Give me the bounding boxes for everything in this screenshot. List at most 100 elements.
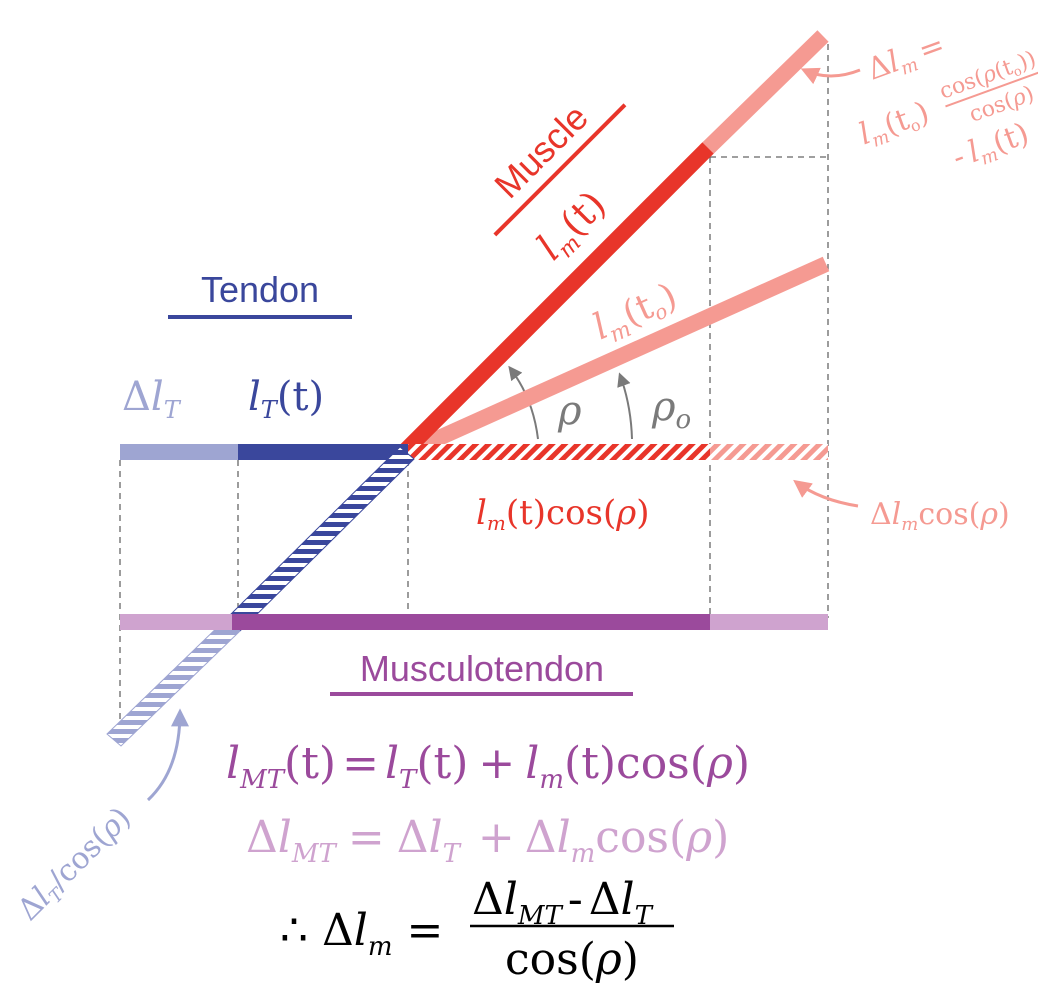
rho-label: ρ [557,388,582,434]
delta-symbol: Δ [246,812,278,863]
open-paren: ( [416,738,433,789]
close-paren: ) [712,812,729,863]
mt-delta-right-bar [710,614,828,630]
dlm-top-line3: -lm(t) [948,116,1035,178]
cos-symbol: cos [505,934,579,985]
tendon-rotated-delta-bar [106,618,241,747]
close-paren: ) [636,493,649,533]
muscle-bar [399,142,714,457]
t-symbol: t [519,493,533,533]
m-subscript: m [869,126,892,152]
open-paren: ( [669,812,686,863]
tendon-rotated-bar [225,446,415,632]
open-paren: ( [284,738,301,789]
rho-o-label: ρo [651,384,691,435]
dlm-top-line2: lm(to) [854,95,934,155]
rho-symbol: ρ [979,497,998,532]
mt-subscript: MT [239,765,286,795]
mt-subscript: MT [291,839,338,869]
rho-symbol: ρ [706,738,733,789]
rho-symbol: ρ [595,934,622,985]
lt-label: lT(t) [248,374,324,424]
eq-symbol: = [348,812,385,863]
minus-symbol: - [568,874,583,925]
m-subscript: m [487,511,506,535]
dlm-top-numerator: cos(ρ(to)) [936,47,1038,107]
equation-2: ΔlMT=ΔlT+Δlmcos(ρ) [246,812,729,869]
close-paren: ) [733,738,750,789]
muscle-title-underline [493,103,627,237]
dlm-top-arrow [800,67,861,85]
open-paren: ( [969,497,981,532]
l-symbol: l [525,738,539,789]
delta-symbol: Δ [525,812,557,863]
rho-symbol: ρ [615,493,636,533]
close-paren: ) [599,738,616,789]
tendon-delta-bar [120,444,238,460]
l-symbol: l [248,374,261,420]
plus-symbol: + [478,738,515,789]
l-symbol: l [620,874,634,925]
cos-symbol: cos [595,812,669,863]
m-subscript: m [368,932,393,962]
t-symbol: t [292,374,308,420]
dashed-guides [119,44,829,745]
equation-3-denominator: cos(ρ) [505,934,639,985]
rho-o-arc [617,372,633,440]
l-symbol: l [385,738,399,789]
t-subscript: T [443,839,462,869]
rho-symbol: ρ [685,812,712,863]
dlm-top-fraction-bar [945,71,1038,108]
eq-symbol: = [914,27,950,68]
delta-symbol: Δ [322,905,354,956]
eq-symbol: = [342,738,379,789]
plus-symbol: + [478,812,515,863]
o-subscript: o [676,405,692,435]
t-subscript: T [635,901,654,931]
rho-symbol: ρ [651,384,676,430]
l-symbol: l [504,874,518,925]
tendon-title: Tendon [201,269,319,310]
m-subscript: m [571,839,596,869]
close-paren: ) [998,497,1010,532]
close-paren: ) [533,493,546,533]
t-subscript: T [164,396,182,424]
open-paren: ( [277,374,293,420]
equation-3-lhs: ∴Δlm= [280,905,443,962]
dlt-cos-annotation: ΔlT/cos(ρ) [11,801,140,930]
l-symbol: l [476,493,487,533]
open-paren: ( [690,738,707,789]
delta-lt-label: ΔlT [122,374,182,424]
open-paren: ( [579,934,596,985]
muscle-extension-bar [699,30,829,157]
mt-title: Musculotendon [360,648,604,689]
mt-bar [232,614,710,630]
eq-symbol: = [407,905,444,956]
delta-symbol: Δ [589,874,621,925]
dlm-top-annotation: Δlm= lm(to) cos(ρ(to)) cos(ρ) -lm(t) [854,27,1038,178]
equation-3: ∴Δlm= ΔlMT-ΔlT cos(ρ) [280,874,674,985]
m-subscript: m [901,514,918,535]
m-subscript: m [978,144,1001,170]
close-paren: ) [319,738,336,789]
l-symbol: l [557,812,571,863]
lm-cos-label: lm(t)cos(ρ) [476,493,650,535]
dlm-cos-arrow [793,479,859,508]
m-subscript: m [539,765,564,795]
equation-3-numerator: ΔlMT-ΔlT [472,874,654,931]
equation-1: lMT(t)=lT(t)+lm(t)cos(ρ) [226,738,750,795]
l-symbol: l [354,905,368,956]
t-subscript: T [261,396,279,424]
mt-delta-left-bar [120,614,232,630]
cos-symbol: cos [616,738,690,789]
tendon-bar [238,444,408,460]
tendon-rotated-group [106,446,415,747]
dlt-cos-arrow [146,708,189,802]
delta-symbol: Δ [870,497,892,532]
l-symbol: l [892,497,902,532]
cos-symbol: cos [918,497,968,532]
muscle-projection-delta-bar [710,444,828,460]
t-symbol: t [581,738,599,789]
delta-symbol: Δ [472,874,504,925]
